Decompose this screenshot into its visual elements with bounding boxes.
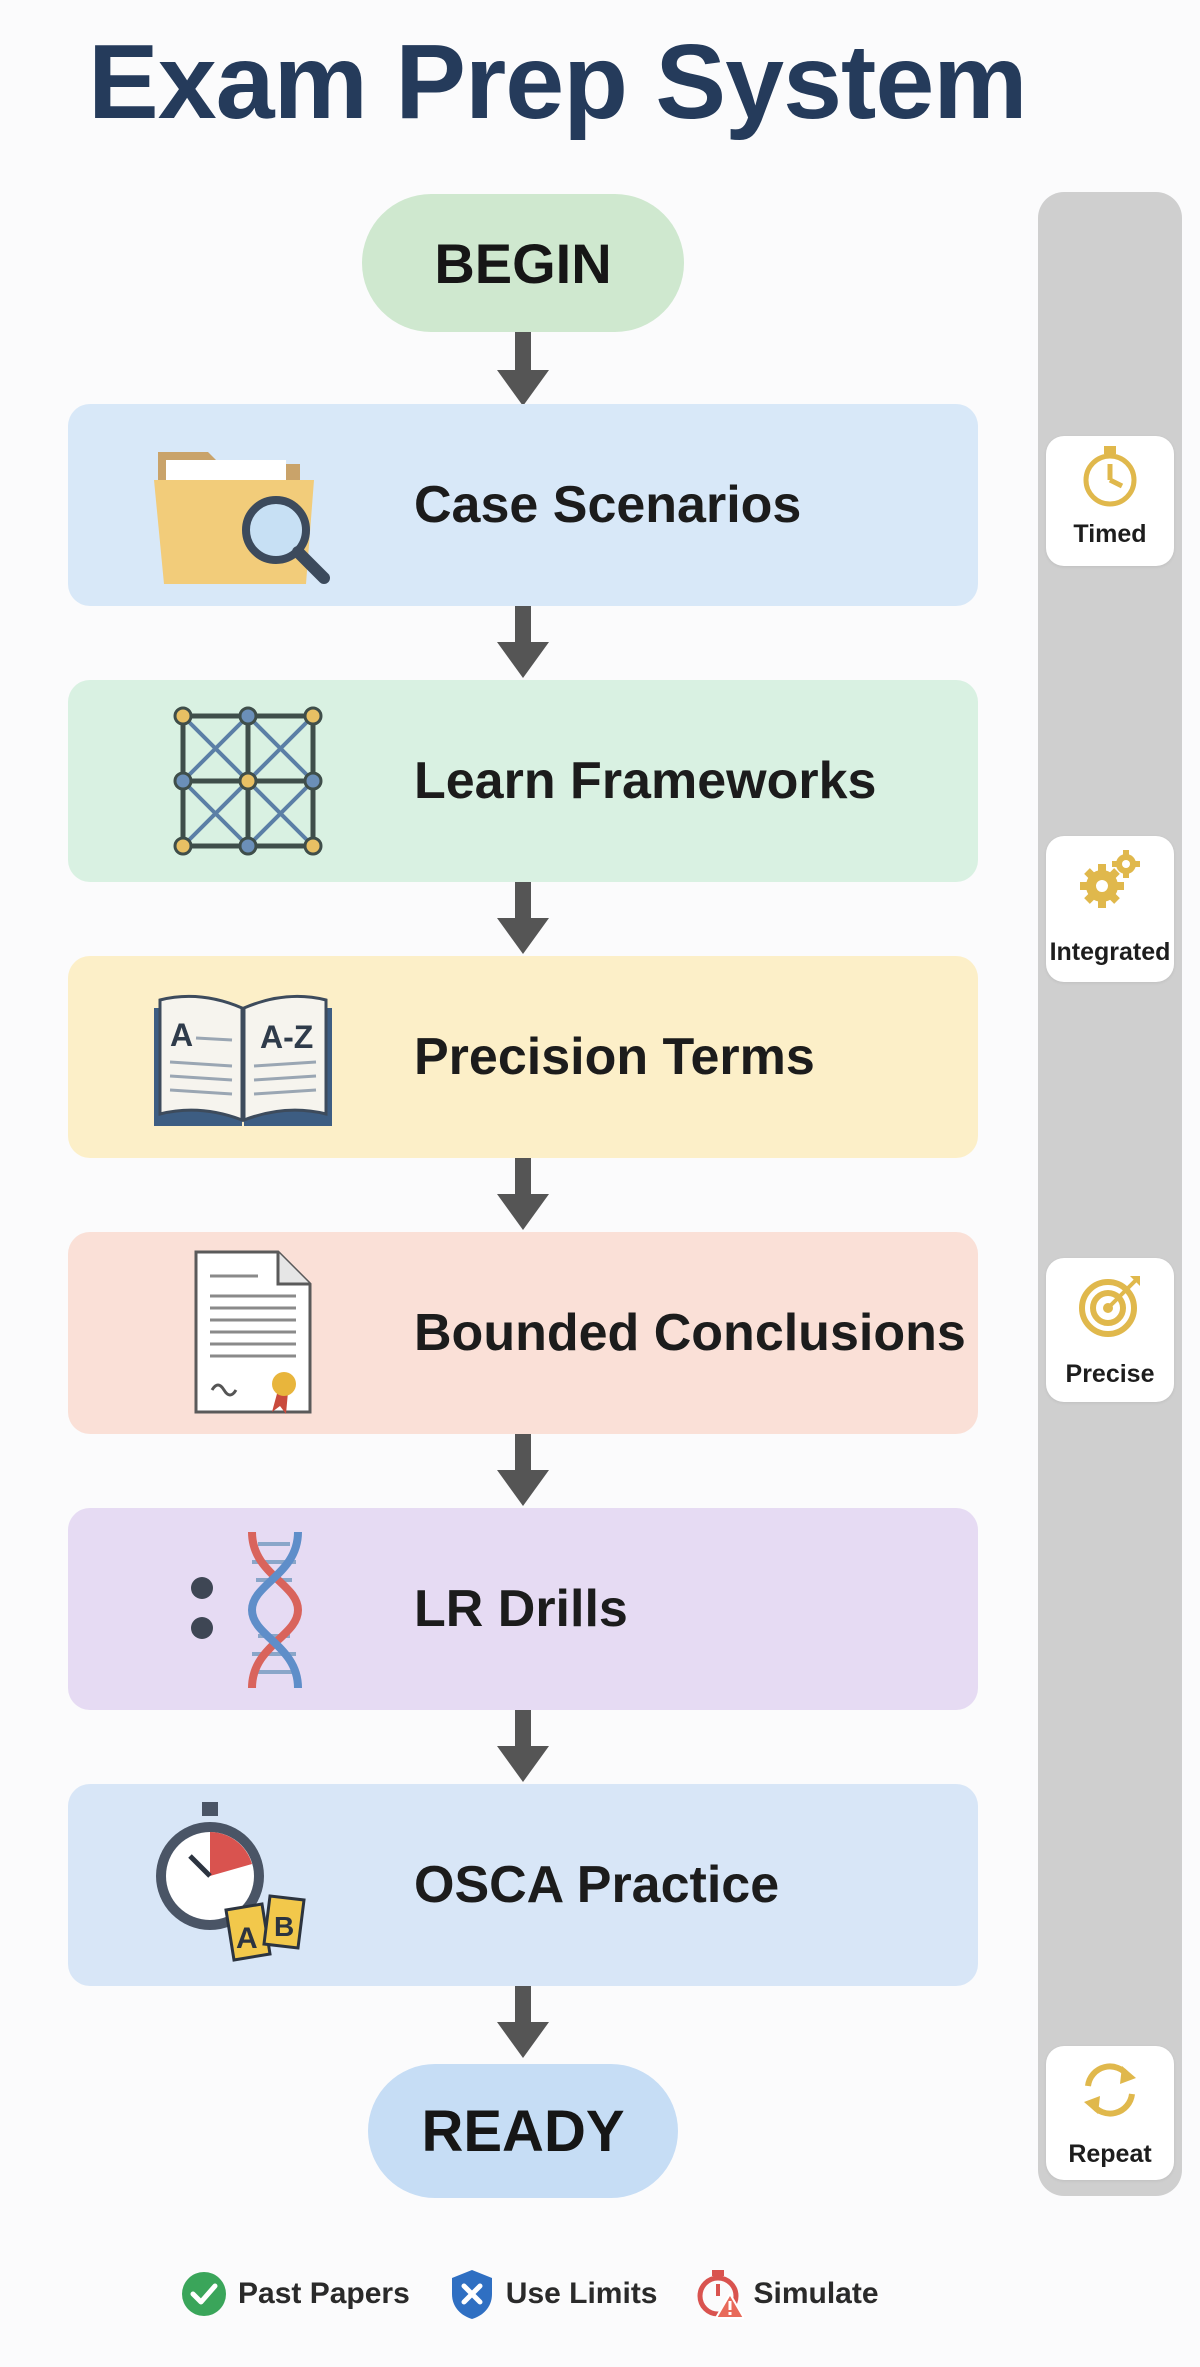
shield-x-icon <box>451 2270 492 2319</box>
step-label: Case Scenarios <box>414 476 802 534</box>
legend-label: Past Papers <box>238 2277 410 2310</box>
step-label: Precision Terms <box>414 1028 815 1086</box>
arrow-icon <box>497 604 549 678</box>
stopwatch-answer-cards-icon: A B <box>156 1802 306 1962</box>
cycle-arrows-icon <box>1084 2063 1136 2117</box>
badge-precise: Precise <box>1046 1258 1174 1402</box>
arrow-icon <box>497 880 549 954</box>
badge-integrated: Integrated <box>1046 836 1174 982</box>
step-label: Learn Frameworks <box>414 752 877 810</box>
step-lr-drills: LR Drills <box>68 1508 978 1710</box>
badge-timed: Timed <box>1046 436 1174 566</box>
begin-node: BEGIN <box>362 194 684 332</box>
step-bounded-conclusions: Bounded Conclusions <box>68 1232 978 1434</box>
svg-text:A: A <box>170 1017 193 1053</box>
badge-label: Repeat <box>1068 2140 1152 2168</box>
arrow-icon <box>497 1708 549 1782</box>
arrow-icon <box>497 332 549 406</box>
arrow-icon <box>497 1432 549 1506</box>
step-learn-frameworks: Learn Frameworks <box>68 680 978 882</box>
badge-label: Timed <box>1073 520 1147 548</box>
step-label: OSCA Practice <box>414 1856 780 1914</box>
svg-text:A: A <box>236 1922 258 1955</box>
svg-text:B: B <box>274 1911 294 1942</box>
dna-helix-icon <box>191 1531 303 1689</box>
step-osca-practice: A B OSCA Practice <box>68 1784 978 1986</box>
check-circle-icon <box>182 2272 226 2316</box>
folder-magnifier-icon <box>154 452 330 584</box>
ready-node: READY <box>368 2064 678 2198</box>
step-case-scenarios: Case Scenarios <box>68 404 978 606</box>
network-grid-icon <box>173 706 323 856</box>
legend-item-simulate: Simulate <box>696 2268 879 2320</box>
badge-label: Integrated <box>1049 938 1171 966</box>
step-precision-terms: A A-Z Precision Terms <box>68 956 978 1158</box>
svg-text:A-Z: A-Z <box>260 1019 313 1055</box>
step-label: LR Drills <box>414 1580 628 1638</box>
legend-label: Simulate <box>753 2277 879 2310</box>
target-icon <box>1079 1276 1140 1337</box>
stopwatch-icon <box>1083 446 1137 507</box>
arrow-icon <box>497 1984 549 2058</box>
badge-repeat: Repeat <box>1046 2046 1174 2180</box>
legend: Past Papers Use Limits Simulate <box>180 2264 917 2324</box>
page-title: Exam Prep System <box>88 23 1028 141</box>
legend-label: Use Limits <box>505 2277 658 2310</box>
badge-label: Precise <box>1065 1360 1155 1388</box>
legend-item-past-papers: Past Papers <box>180 2268 410 2320</box>
gears-icon <box>1080 850 1140 908</box>
dictionary-book-icon: A A-Z <box>154 994 332 1126</box>
certificate-document-icon <box>194 1250 312 1414</box>
arrow-icon <box>497 1156 549 1230</box>
step-label: Bounded Conclusions <box>414 1304 966 1362</box>
legend-item-use-limits: Use Limits <box>448 2268 658 2320</box>
timer-warning-icon <box>697 2270 744 2319</box>
